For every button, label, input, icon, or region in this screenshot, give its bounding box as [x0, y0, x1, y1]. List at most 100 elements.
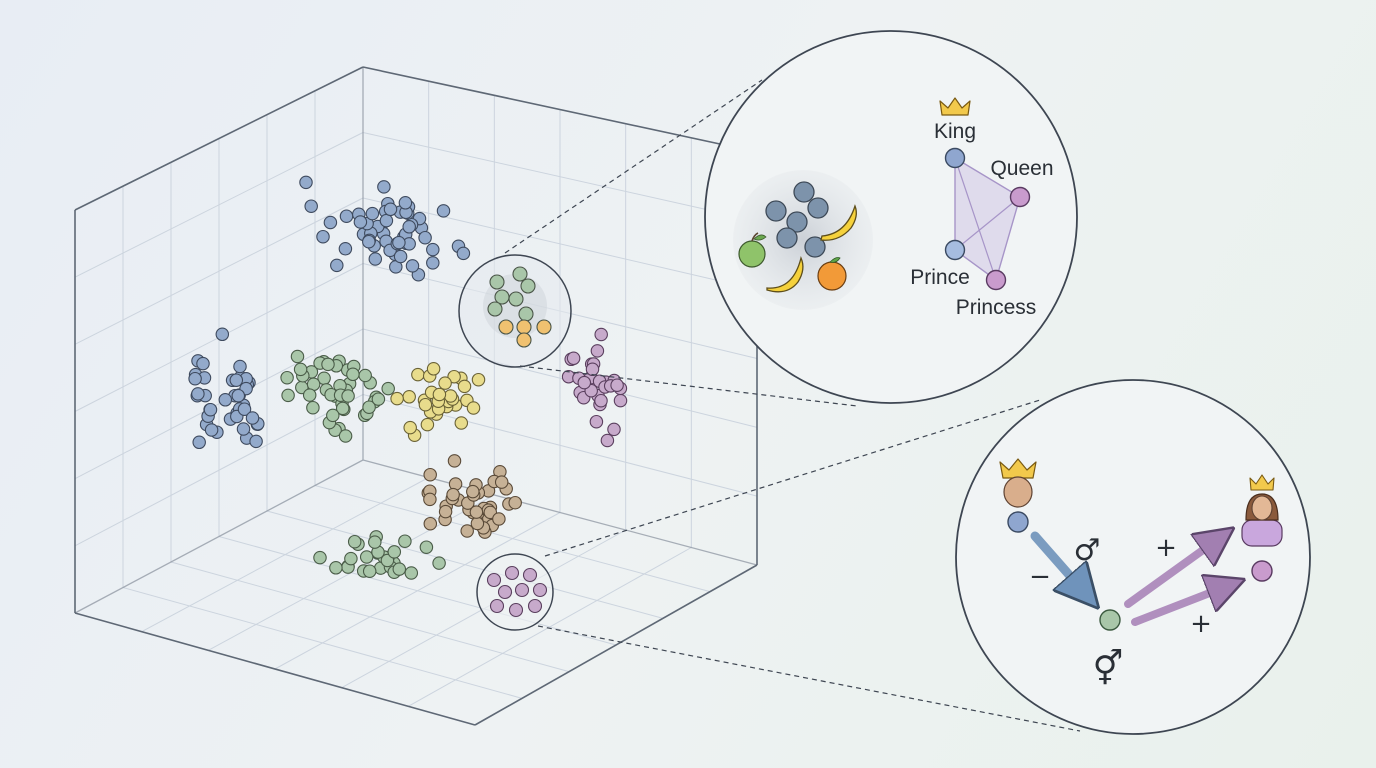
embedding-point: [420, 417, 435, 432]
embedding-point: [566, 351, 581, 366]
embedding-point: [203, 402, 218, 417]
embedding-point: [293, 362, 308, 377]
embedding-point: [466, 401, 481, 415]
embedding-points: [188, 175, 628, 580]
embedding-point: [471, 372, 486, 387]
embedding-point: [469, 505, 484, 519]
embedding-point: [577, 375, 592, 390]
lens-point: [516, 332, 532, 348]
embedding-point: [426, 256, 440, 270]
zoom-vector-arithmetic: − ♂ ⚥ + +: [955, 379, 1311, 735]
embedding-point: [454, 416, 469, 430]
embedding-point: [387, 545, 402, 559]
embedding-point: [316, 229, 330, 244]
embedding-point: [335, 401, 350, 416]
embedding-point: [594, 327, 608, 342]
embedding-point: [447, 369, 461, 384]
lens-point: [522, 567, 538, 583]
embedding-point: [329, 561, 343, 575]
embedding-point: [432, 556, 446, 570]
embedding-point: [326, 408, 340, 423]
embedding-point: [460, 524, 474, 538]
fruit-cluster: [733, 170, 873, 310]
embedding-point: [405, 259, 420, 273]
embedding-point: [423, 516, 438, 531]
lens-point: [520, 278, 536, 294]
zoom-semantic-clusters: King Queen Prince Princess: [704, 30, 1078, 404]
embedding-point: [393, 249, 408, 264]
lens-point: [486, 572, 502, 588]
embedding-point: [353, 215, 368, 229]
embedding-point: [215, 327, 230, 342]
embedding-point: [404, 566, 419, 580]
embedding-point: [344, 551, 358, 566]
lens-point: [498, 319, 514, 335]
minus-sign: −: [1029, 562, 1051, 592]
embedding-point: [438, 504, 453, 519]
embedding-point: [362, 234, 376, 249]
embedding-point: [381, 381, 395, 396]
embedding-point: [423, 467, 437, 482]
lens-royal-cluster[interactable]: [476, 553, 554, 631]
lens-fruit-cluster[interactable]: [458, 254, 572, 368]
embedding-point: [418, 230, 432, 245]
embedding-point: [204, 423, 219, 437]
prince-point: [944, 239, 966, 261]
embedding-point: [390, 391, 404, 406]
embedding-point: [590, 344, 605, 358]
embedding-point: [290, 349, 305, 364]
embedding-point: [594, 393, 608, 408]
embedding-point: [426, 362, 441, 376]
king-vector-point: [1007, 511, 1029, 533]
embedding-point: [359, 550, 374, 564]
embedding-point: [443, 389, 458, 403]
embedding-point: [229, 373, 244, 387]
embedding-point: [191, 387, 205, 401]
lens-point: [489, 598, 505, 614]
embedding-point: [379, 213, 394, 228]
apple-icon: [738, 232, 767, 268]
lens-point: [527, 598, 543, 614]
embedding-point: [341, 389, 355, 403]
lens-point: [518, 306, 534, 322]
embedding-point: [402, 390, 416, 404]
embedding-point: [245, 411, 260, 425]
lens-point: [514, 582, 530, 598]
embedding-point: [299, 175, 313, 190]
lens-point: [487, 301, 503, 317]
banana-icon: [766, 256, 804, 293]
queen-point: [1009, 186, 1031, 208]
king-avatar-icon: [999, 458, 1037, 508]
embedding-point: [494, 475, 509, 489]
embedding-point: [280, 370, 294, 385]
embedding-point: [313, 550, 327, 565]
subtract-arrow: [1030, 531, 1093, 602]
embedding-point: [323, 215, 338, 230]
embedding-point: [508, 495, 522, 510]
embedding-point: [249, 434, 263, 449]
banana-icon: [820, 204, 857, 241]
lens-point: [504, 565, 520, 581]
label-prince: Prince: [910, 266, 970, 289]
label-princess: Princess: [956, 296, 1037, 319]
embedding-point: [188, 371, 202, 386]
embedding-point: [600, 433, 615, 448]
label-king: King: [934, 120, 976, 143]
embedding-point: [321, 357, 335, 372]
embedding-point: [403, 420, 417, 435]
embedding-point: [362, 400, 376, 414]
embedding-point: [423, 492, 437, 507]
lens-point: [489, 274, 505, 290]
embedding-point: [233, 359, 247, 374]
embedding-point: [330, 258, 344, 273]
embedding-point: [457, 379, 472, 394]
embedding-point: [231, 388, 246, 403]
male-symbol: ♂: [1074, 533, 1101, 568]
embedding-point: [383, 202, 398, 217]
embedding-point: [470, 516, 485, 531]
embedding-point: [585, 362, 600, 377]
label-queen: Queen: [990, 157, 1053, 180]
embedding-point: [302, 388, 317, 402]
embedding-point: [304, 199, 318, 213]
